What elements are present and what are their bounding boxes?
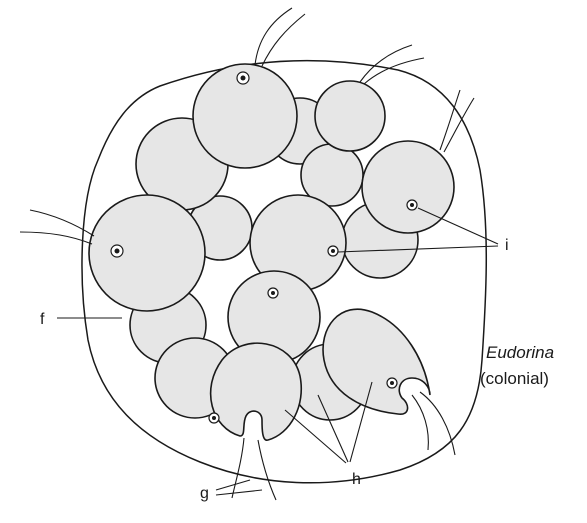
cell-left-large: [89, 195, 205, 311]
flagellum: [420, 392, 455, 455]
flagellum: [262, 14, 305, 66]
label-i: i: [505, 237, 509, 254]
leader-g-upper: [216, 480, 250, 490]
flagellum: [360, 45, 412, 82]
flagellum: [232, 438, 244, 498]
leader-g-lower: [216, 490, 262, 495]
flagellum: [20, 232, 92, 244]
flagellum: [412, 395, 428, 450]
label-g: g: [200, 485, 209, 502]
caption-name: Eudorina: [486, 343, 554, 362]
flagellum: [255, 8, 292, 65]
flagellum: [364, 58, 424, 84]
cell-top-right: [315, 81, 385, 151]
label-f: f: [40, 311, 45, 328]
flagellum: [258, 440, 276, 500]
cell-right: [362, 141, 454, 233]
caption-type: (colonial): [480, 369, 549, 388]
cell-daughter-bottom: [211, 343, 302, 440]
label-h: h: [352, 471, 361, 488]
